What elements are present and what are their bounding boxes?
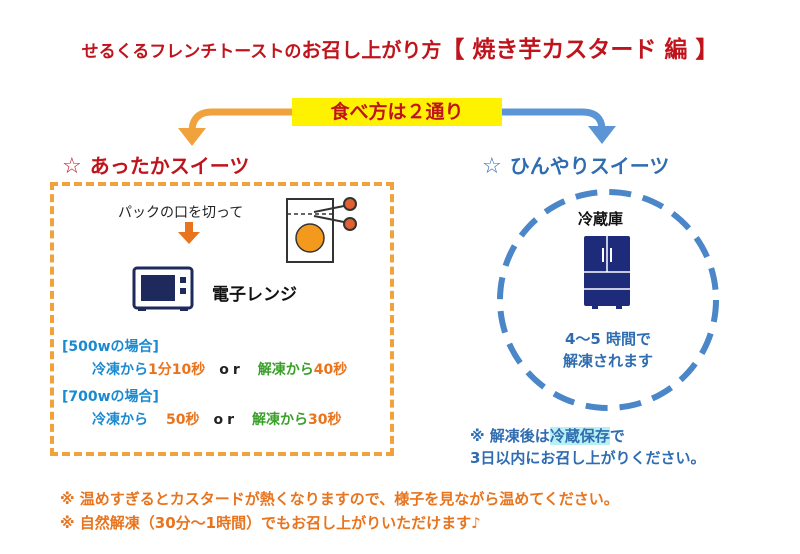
thaw-hours: 4～5 時間で: [564, 330, 652, 348]
warm-heading-text: あったかスイーツ: [89, 154, 250, 178]
cut-instruction: パックの口を切って: [118, 205, 244, 221]
note-suffix: で: [609, 427, 625, 445]
defrost-label: 解凍から: [252, 412, 309, 428]
thaw-label: 冷凍から: [92, 362, 148, 378]
microwave-label: 電子レンジ: [212, 285, 297, 305]
or-text: or: [213, 412, 239, 428]
w700-row: 冷凍から 50秒 or 解凍から30秒: [92, 409, 342, 429]
w500-row: 冷凍から1分10秒 or 解凍から40秒: [92, 359, 347, 379]
down-arrow-icon: [178, 222, 200, 244]
title-brand: せるくるフレンチトーストの: [81, 42, 302, 62]
cold-heading: ☆ ひんやりスイーツ: [482, 150, 669, 179]
bottom-note-2: ※ 自然解凍（30分～1時間）でもお召し上がりいただけます♪: [60, 514, 481, 532]
defrost-time: 40秒: [313, 362, 348, 378]
banner-text: 食べ方は２通り: [330, 101, 464, 123]
or-text: or: [219, 362, 244, 378]
methods-banner: 食べ方は２通り: [292, 98, 502, 126]
note-prefix: ※ 解凍後は: [470, 427, 550, 445]
pack-scissors-icon: [286, 197, 357, 263]
note-highlight: 冷蔵保存: [549, 427, 610, 445]
defrost-label: 解凍から: [257, 362, 314, 378]
storage-note-line2: 3日以内にお召し上がりください。: [470, 449, 706, 467]
warm-heading: ☆ あったかスイーツ: [62, 150, 249, 179]
cold-heading-text: ひんやりスイーツ: [509, 154, 670, 178]
title-flavor: 【 焼き芋カスタード 編 】: [441, 37, 719, 63]
star-icon: ☆: [62, 154, 82, 179]
left-arrow-line: [188, 108, 296, 136]
thaw-time: 50秒: [166, 412, 200, 428]
w500-header: [500wの場合]: [62, 339, 159, 355]
fridge-label: 冷蔵庫: [578, 210, 624, 228]
fridge-icon: [584, 236, 630, 309]
defrost-time: 30秒: [308, 412, 342, 428]
star-icon: ☆: [482, 154, 502, 179]
title-howto: お召し上がり方: [301, 38, 442, 62]
page-title: せるくるフレンチトーストのお召し上がり方【 焼き芋カスタード 編 】: [0, 30, 800, 64]
thaw-time: 1分10秒: [148, 362, 206, 378]
microwave-icon: [132, 266, 194, 311]
right-arrow-line: [498, 108, 606, 134]
left-arrowhead-icon: [178, 128, 206, 146]
cold-method-circle: [497, 189, 719, 411]
thaw-result: 解凍されます: [562, 352, 653, 370]
storage-note: ※ 解凍後は冷蔵保存で: [470, 425, 625, 446]
bottom-note-1: ※ 温めすぎるとカスタードが熱くなりますので、様子を見ながら温めてください。: [60, 490, 619, 508]
right-arrowhead-icon: [588, 126, 616, 144]
thaw-label: 冷凍から: [92, 412, 148, 428]
w700-header: [700wの場合]: [62, 389, 159, 405]
warm-method-box: [50, 182, 394, 456]
